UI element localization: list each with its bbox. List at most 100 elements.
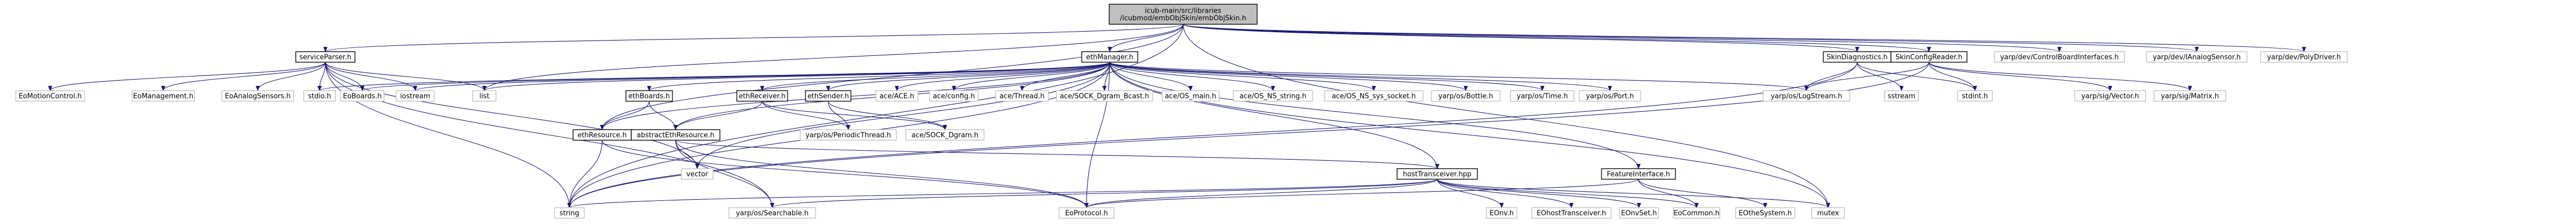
file-node-yarp-vector: yarp/sig/Vector.h — [2074, 90, 2146, 102]
file-node-ace-sock-dgram-bcast: ace/SOCK_Dgram_Bcast.h — [1056, 90, 1153, 102]
file-node-eo-common: EoCommon.h — [1673, 207, 1720, 219]
include-edge — [1108, 24, 1184, 52]
file-node-skin-config-reader[interactable]: SkinConfigReader.h — [1890, 51, 1968, 63]
include-edge — [1928, 62, 1977, 91]
file-node-eth-boards[interactable]: ethBoards.h — [625, 90, 673, 102]
node-label: EOhostTransceiver.h — [1537, 210, 1606, 218]
include-edge — [1109, 62, 1612, 91]
file-node-stdint: stdint.h — [1957, 90, 1993, 102]
node-label: ethManager.h — [1086, 54, 1134, 62]
include-edge — [1437, 179, 1699, 208]
node-label: stdint.h — [1962, 93, 1988, 101]
file-node-ace-sock-dgram: ace/SOCK_Dgram.h — [905, 129, 985, 141]
node-label: EoAnalogSensors.h — [225, 93, 291, 101]
include-edge — [673, 101, 763, 130]
file-node-eo-motion-control: EoMotionControl.h — [15, 90, 85, 102]
include-edge — [1109, 62, 1376, 91]
node-label: ace/OS_NS_string.h — [1240, 93, 1307, 101]
file-node-eo-boards: EoBoards.h — [340, 90, 385, 102]
include-edge — [161, 62, 326, 91]
include-edge — [482, 24, 1184, 91]
include-edge — [600, 24, 1184, 130]
include-edge — [1804, 62, 1929, 91]
include-edge — [695, 62, 1110, 169]
file-node-services-parser[interactable]: serviceParser.h — [295, 51, 355, 63]
include-edge — [828, 101, 947, 130]
include-edge — [1857, 62, 1904, 91]
include-edge — [325, 62, 774, 208]
node-label: ace/SOCK_Dgram_Bcast.h — [1060, 93, 1149, 101]
node-label: yarp/os/PeriodicThread.h — [805, 132, 891, 140]
node-label: ethBoards.h — [629, 93, 670, 101]
node-label: icub-main/src/libraries — [1145, 7, 1222, 15]
include-edge — [600, 101, 650, 130]
file-node-abstract-eth-resource[interactable]: abstractEthResource.h — [631, 129, 720, 141]
node-label: EOnv.h — [1490, 210, 1514, 218]
node-label: string — [559, 210, 579, 218]
node-label: sstream — [1888, 93, 1915, 101]
file-node-yarp-matrix: yarp/sig/Matrix.h — [2153, 90, 2226, 102]
file-node-ace-thread: ace/Thread.h — [995, 90, 1049, 102]
node-label: SkinConfigReader.h — [1896, 54, 1963, 62]
node-label: ace/ACE.h — [879, 93, 914, 101]
include-edge — [317, 62, 326, 91]
node-label: EoMotionControl.h — [18, 93, 82, 101]
node-label: /icubmod/embObjSkin/embObjSkin.h — [1120, 15, 1247, 23]
file-node-ace-o-s-n-sstring: ace/OS_NS_string.h — [1233, 90, 1313, 102]
root-file-node: icub-main/src/libraries/icubmod/embObjSk… — [1109, 4, 1258, 25]
node-label: ethResource.h — [577, 132, 626, 140]
file-node-yarp-port: yarp/os/Port.h — [1579, 90, 1641, 102]
include-edge — [325, 62, 417, 91]
file-node-eo-protocol: EoProtocol.h — [1058, 207, 1114, 219]
file-node-skin-diagnostics[interactable]: SkinDiagnostics.h — [1823, 51, 1891, 63]
file-node-ace-a-c-e: ace/ACE.h — [875, 90, 919, 102]
include-edge — [1857, 62, 1977, 91]
node-label: ace/SOCK_Dgram.h — [912, 132, 979, 140]
include-edge — [325, 62, 486, 91]
include-edge — [1109, 62, 1809, 91]
node-label: EoBoards.h — [343, 93, 382, 101]
file-node-stdio: stdio.h — [303, 90, 336, 102]
include-edge — [567, 24, 1184, 208]
file-node-yarp-log-stream: yarp/os/LogStream.h — [1763, 90, 1850, 102]
node-label: yarp/sig/Matrix.h — [2161, 93, 2219, 101]
node-label: ethSender.h — [808, 93, 849, 101]
node-label: mutex — [1817, 210, 1839, 218]
file-node-host-transceiver[interactable]: hostTransceiver.hpp — [1397, 168, 1478, 180]
include-edge — [1109, 62, 1468, 91]
node-label: ace/config.h — [933, 93, 975, 101]
node-label: EOnvSet.h — [1621, 210, 1657, 218]
node-label: iostream — [400, 93, 430, 101]
include-edge — [482, 62, 1110, 91]
node-label: serviceParser.h — [299, 54, 351, 62]
node-label: ace/Thread.h — [999, 93, 1044, 101]
file-node-vector: vector — [681, 168, 714, 180]
include-edge — [1183, 24, 2062, 52]
file-node-eth-receiver[interactable]: ethReceiver.h — [736, 90, 788, 102]
include-edge — [675, 140, 699, 169]
node-label: yarp/os/Searchable.h — [736, 210, 809, 218]
include-edge — [1109, 62, 1544, 91]
node-label: yarp/os/Time.h — [1517, 93, 1568, 101]
include-edge — [770, 179, 1438, 208]
node-label: yarp/dev/IAnalogSensor.h — [2153, 54, 2241, 62]
file-node-ace-config: ace/config.h — [929, 90, 979, 102]
include-edge — [1084, 179, 1438, 208]
file-node-eth-resource[interactable]: ethResource.h — [573, 129, 632, 141]
file-node-eth-sender[interactable]: ethSender.h — [805, 90, 851, 102]
include-edge — [675, 140, 1089, 208]
include-edge — [256, 62, 326, 91]
file-node-feature-interface[interactable]: FeatureInterface.h — [1601, 168, 1676, 180]
include-edge — [1183, 24, 2199, 52]
include-edge — [48, 62, 326, 91]
include-edge — [1928, 62, 2192, 91]
node-label: yarp/sig/Vector.h — [2081, 93, 2139, 101]
dependency-edges — [48, 24, 2306, 208]
file-node-eth-manager[interactable]: ethManager.h — [1081, 51, 1138, 63]
node-label: yarp/dev/ControlBoardInterfaces.h — [2000, 54, 2119, 62]
node-label: SkinDiagnostics.h — [1826, 54, 1887, 62]
node-label: EOtheSystem.h — [1739, 210, 1792, 218]
include-edge — [602, 140, 1089, 208]
include-edge — [828, 101, 850, 130]
